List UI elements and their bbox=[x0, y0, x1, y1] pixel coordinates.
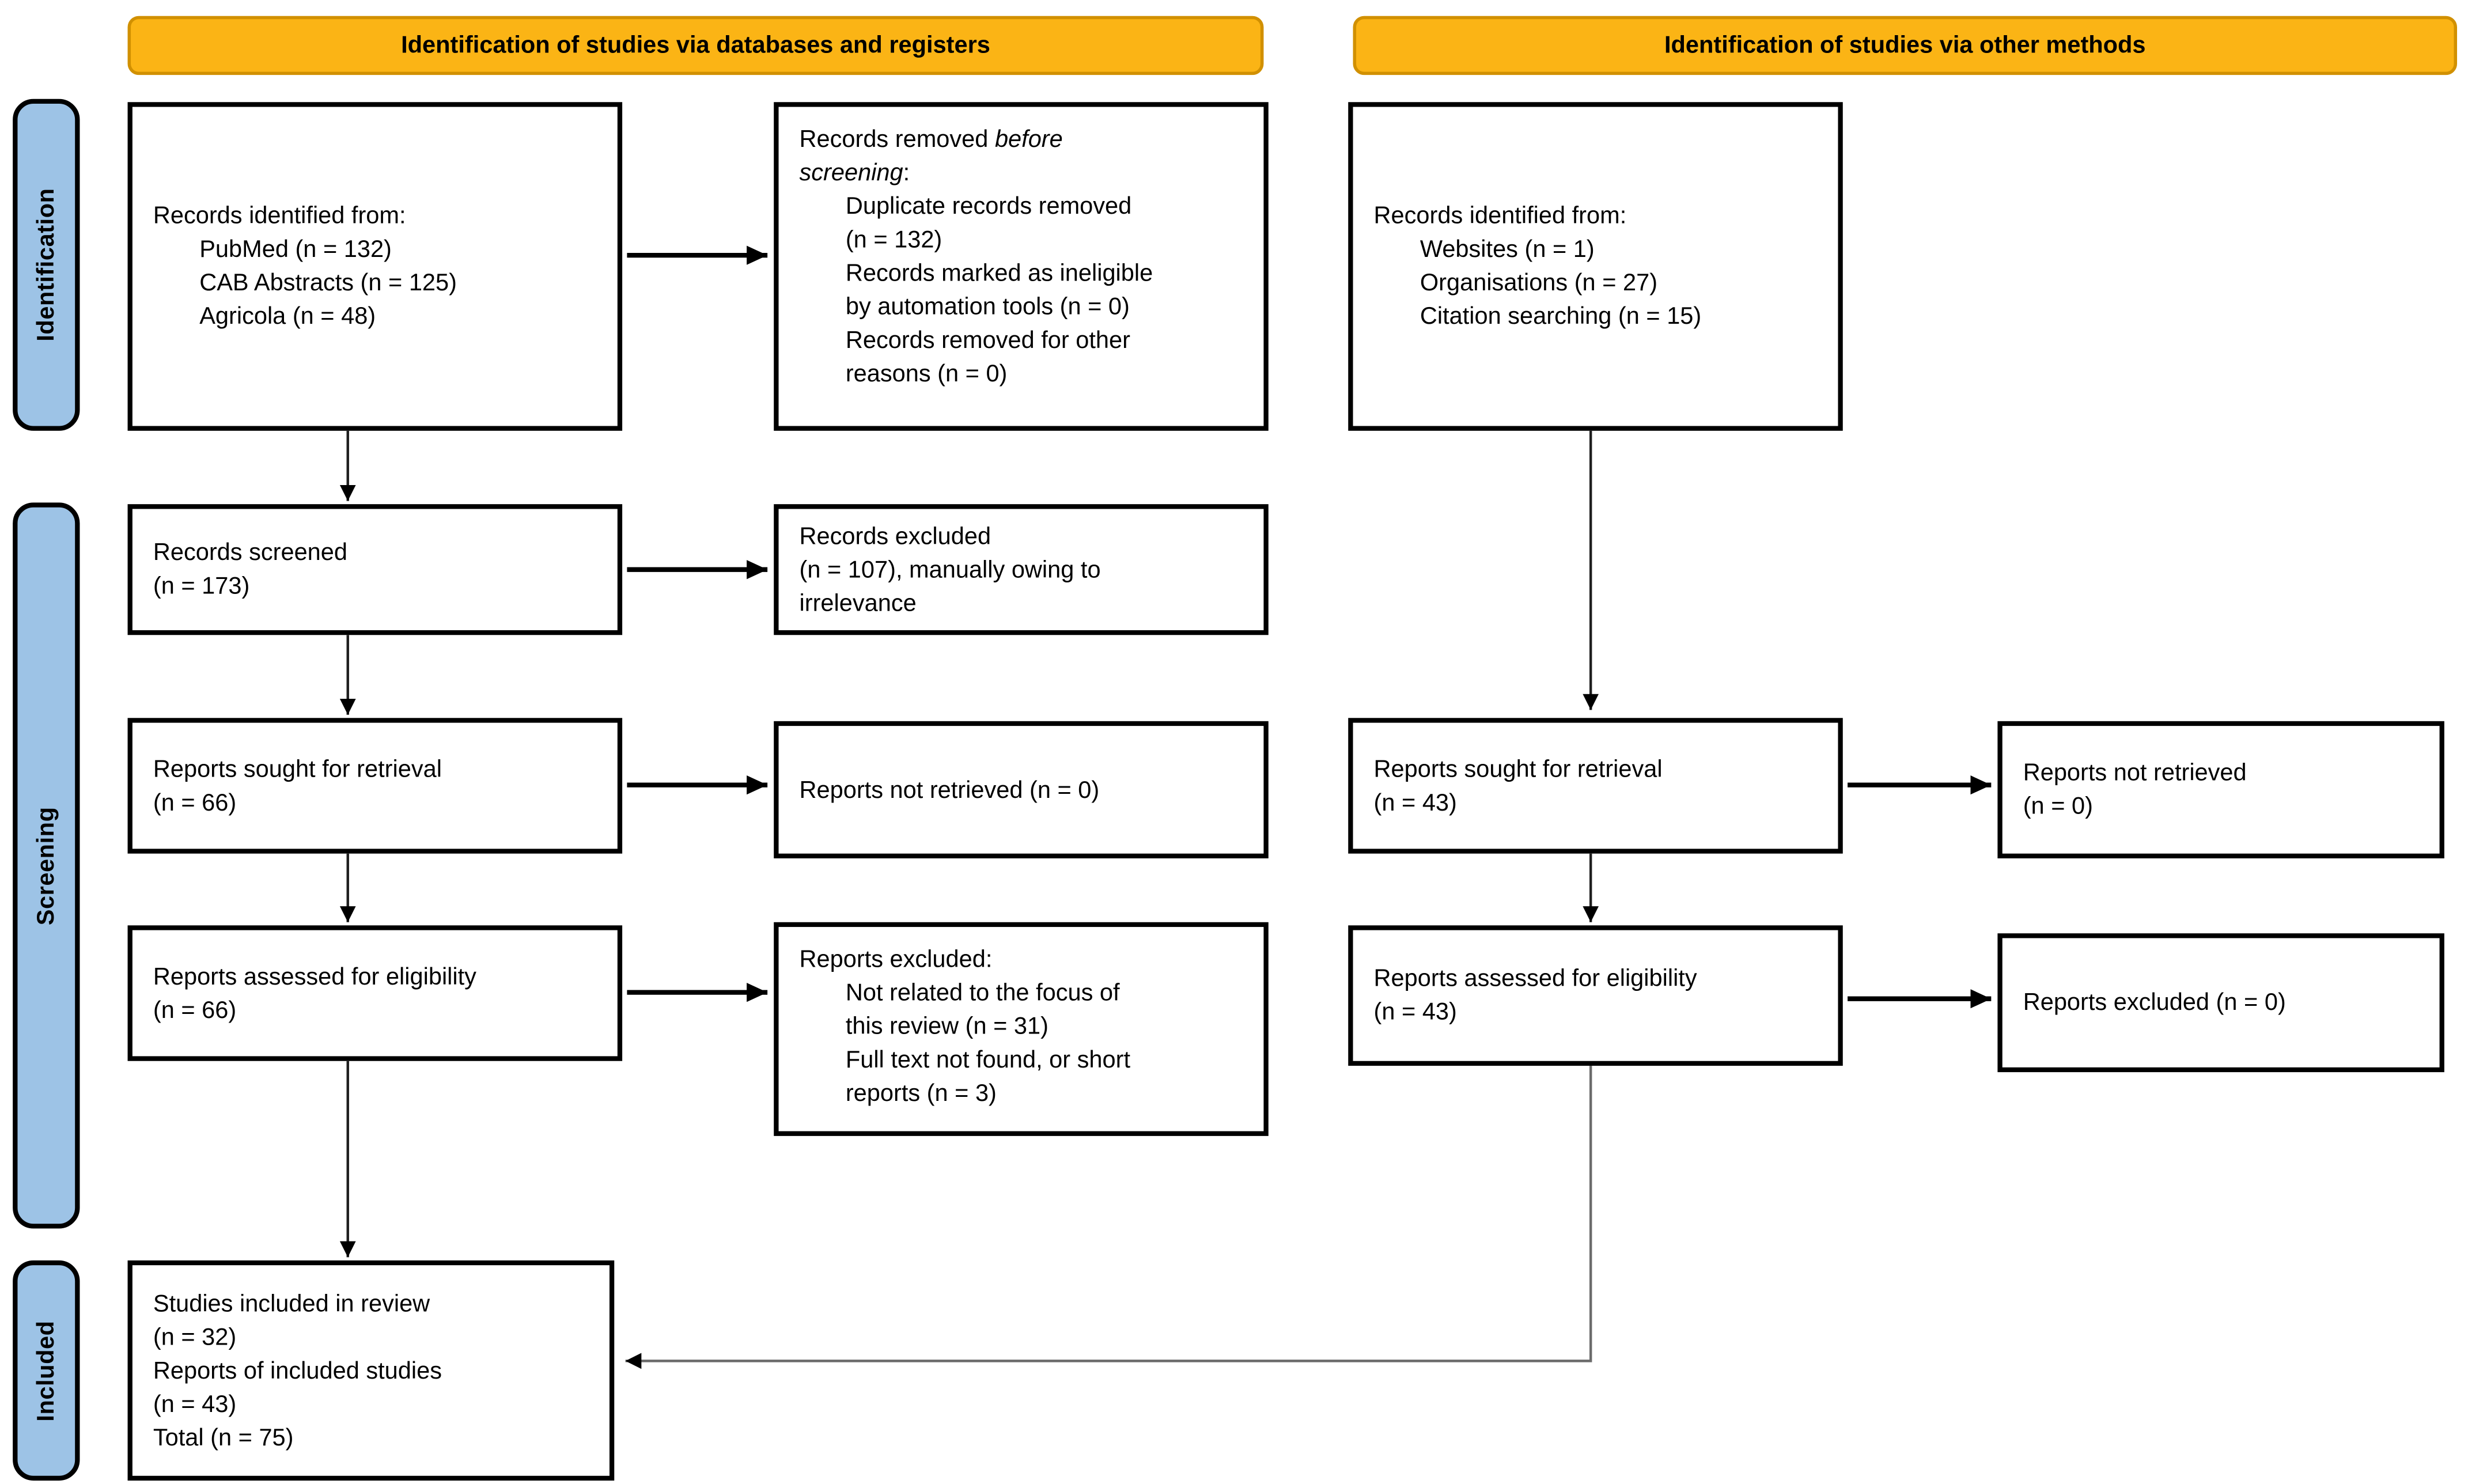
box-line: this review (n = 31) bbox=[845, 1013, 1048, 1040]
box-line: Duplicate records removed bbox=[845, 193, 1132, 221]
box-text: Reports assessed for eligibility (n = 43) bbox=[1353, 956, 1838, 1035]
banner-databases-registers: Identification of studies via databases … bbox=[127, 16, 1264, 75]
box-text: Records excluded (n = 107), manually owin… bbox=[779, 513, 1264, 626]
box-text: Reports sought for retrieval (n = 66) bbox=[133, 746, 618, 826]
box-records-screened: Records screened (n = 173) bbox=[127, 504, 623, 635]
box-line: (n = 0) bbox=[2023, 793, 2093, 820]
box-line: Organisations (n = 27) bbox=[1420, 270, 1658, 297]
box-reports-not-retrieved-databases: Reports not retrieved (n = 0) bbox=[774, 721, 1269, 858]
box-line: reasons (n = 0) bbox=[845, 360, 1008, 388]
box-line: reports (n = 3) bbox=[845, 1080, 997, 1108]
box-text: Studies included in review (n = 32) Report… bbox=[133, 1281, 610, 1461]
box-text: Records identified from: Websites (n = 1)… bbox=[1353, 193, 1838, 340]
banner-other-methods: Identification of studies via other meth… bbox=[1353, 16, 2458, 75]
box-line: (n = 32) bbox=[153, 1323, 237, 1351]
box-reports-sought-other: Reports sought for retrieval (n = 43) bbox=[1348, 718, 1843, 854]
box-text: Records removed before screening: Duplicat… bbox=[779, 107, 1264, 398]
box-line: Reports not retrieved (n = 0) bbox=[799, 776, 1100, 804]
box-line: Not related to the focus of bbox=[845, 979, 1120, 1007]
box-line: Websites (n = 1) bbox=[1420, 236, 1595, 263]
box-records-identified-databases: Records identified from: PubMed (n = 132)… bbox=[127, 102, 623, 431]
box-reports-excluded-other: Reports excluded (n = 0) bbox=[1997, 933, 2444, 1073]
box-line: Agricola (n = 48) bbox=[199, 303, 376, 331]
stage-label-identification: Identification bbox=[13, 99, 80, 431]
box-line: Total (n = 75) bbox=[153, 1424, 294, 1451]
box-line: Full text not found, or short bbox=[845, 1046, 1131, 1074]
box-line: Reports assessed for eligibility bbox=[1373, 965, 1697, 993]
box-line: (n = 107), manually owing to bbox=[799, 556, 1101, 584]
box-text: Records identified from: PubMed (n = 132)… bbox=[133, 193, 618, 340]
box-records-excluded: Records excluded (n = 107), manually owin… bbox=[774, 504, 1269, 635]
box-text: Reports not retrieved (n = 0) bbox=[779, 767, 1264, 813]
box-line: (n = 43) bbox=[1373, 998, 1457, 1026]
box-line: irrelevance bbox=[799, 589, 917, 617]
box-line: (n = 66) bbox=[153, 789, 237, 816]
box-line: (n = 43) bbox=[153, 1390, 237, 1418]
box-text: Reports excluded: Not related to the focu… bbox=[779, 927, 1264, 1117]
box-line: by automation tools (n = 0) bbox=[845, 293, 1130, 321]
box-records-removed-before-screening: Records removed before screening: Duplicat… bbox=[774, 102, 1269, 431]
box-line: Records removed for other bbox=[845, 327, 1130, 354]
box-line: (n = 66) bbox=[153, 996, 237, 1024]
box-line: PubMed (n = 132) bbox=[199, 236, 392, 263]
box-line: Studies included in review bbox=[153, 1290, 430, 1318]
box-line: (n = 132) bbox=[845, 226, 942, 254]
box-line: CAB Abstracts (n = 125) bbox=[199, 270, 457, 297]
box-line: Records marked as ineligible bbox=[845, 260, 1153, 287]
box-line: (n = 43) bbox=[1373, 789, 1457, 816]
box-reports-assessed-databases: Reports assessed for eligibility (n = 66) bbox=[127, 925, 623, 1061]
box-line: Reports excluded (n = 0) bbox=[2023, 989, 2286, 1017]
box-line: (n = 173) bbox=[153, 573, 250, 600]
box-reports-sought-databases: Reports sought for retrieval (n = 66) bbox=[127, 718, 623, 854]
box-records-identified-other: Records identified from: Websites (n = 1)… bbox=[1348, 102, 1843, 431]
box-text: Records screened (n = 173) bbox=[133, 529, 618, 609]
box-line: screening: bbox=[799, 159, 910, 187]
stage-label-screening: Screening bbox=[13, 502, 80, 1229]
box-line: Records identified from: bbox=[153, 202, 406, 230]
box-line: Reports sought for retrieval bbox=[153, 755, 442, 783]
box-text: Reports excluded (n = 0) bbox=[2003, 979, 2440, 1025]
box-line: Records identified from: bbox=[1373, 202, 1627, 230]
box-line: Citation searching (n = 15) bbox=[1420, 303, 1702, 331]
box-reports-not-retrieved-other: Reports not retrieved (n = 0) bbox=[1997, 721, 2444, 858]
stage-label-included: Included bbox=[13, 1260, 80, 1481]
box-text: Reports assessed for eligibility (n = 66) bbox=[133, 953, 618, 1033]
box-line: Records excluded bbox=[799, 523, 991, 550]
box-line: Reports excluded: bbox=[799, 946, 993, 974]
box-reports-assessed-other: Reports assessed for eligibility (n = 43) bbox=[1348, 925, 1843, 1066]
box-text: Reports not retrieved (n = 0) bbox=[2003, 750, 2440, 830]
box-line: Reports of included studies bbox=[153, 1357, 442, 1384]
box-line: Records removed before bbox=[799, 126, 1063, 153]
box-line: Reports not retrieved bbox=[2023, 759, 2247, 787]
box-line: Reports sought for retrieval bbox=[1373, 755, 1663, 783]
box-studies-included: Studies included in review (n = 32) Report… bbox=[127, 1260, 615, 1481]
box-text: Reports sought for retrieval (n = 43) bbox=[1353, 746, 1838, 826]
box-line: Records screened bbox=[153, 539, 348, 567]
box-line: Reports assessed for eligibility bbox=[153, 963, 476, 990]
box-reports-excluded-databases: Reports excluded: Not related to the focu… bbox=[774, 922, 1269, 1136]
